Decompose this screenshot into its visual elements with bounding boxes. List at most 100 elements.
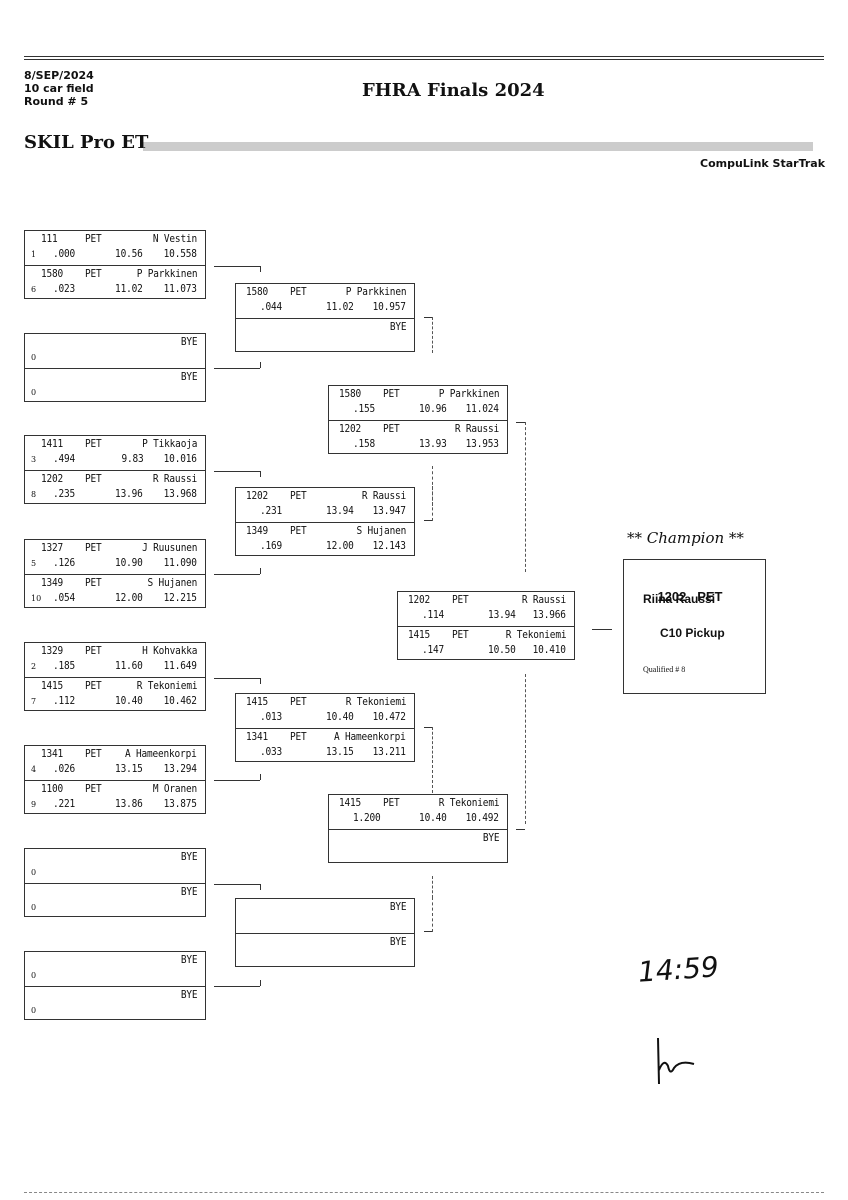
reaction-time: .231	[260, 505, 283, 517]
country-code: PET	[85, 473, 102, 485]
car-number: 1415	[408, 629, 431, 641]
racer-name: S Hujanen	[356, 525, 406, 537]
country-code: PET	[85, 542, 102, 554]
country-code: PET	[290, 490, 307, 502]
car-number: 1349	[246, 525, 269, 537]
dial-in: 10.96	[419, 403, 447, 415]
racer-name: R Raussi	[454, 423, 499, 435]
elapsed-time: 11.073	[163, 283, 197, 295]
racer-name: R Tekoniemi	[345, 696, 406, 708]
country-code: PET	[85, 645, 102, 657]
round-number: Round # 5	[24, 95, 89, 108]
country-code: PET	[85, 438, 102, 450]
qualifying-position: 3	[31, 455, 37, 464]
champion-name: Riina Raussi	[643, 592, 716, 606]
elapsed-time: 13.947	[372, 505, 406, 517]
qualifying-position: 8	[31, 490, 37, 499]
reaction-time: .494	[53, 453, 76, 465]
racer-slot: BYE	[236, 899, 414, 933]
champion-title: ** Champion **	[627, 529, 744, 547]
dial-in: 13.86	[115, 798, 143, 810]
connector-line	[214, 266, 260, 267]
elapsed-time: 10.957	[372, 301, 406, 313]
class-title-fill-pattern	[143, 142, 813, 151]
elapsed-time: 12.215	[163, 592, 197, 604]
qualifying-position: 0	[31, 388, 37, 397]
elapsed-time: 13.211	[372, 746, 406, 758]
dial-in: 10.40	[115, 695, 143, 707]
country-code: PET	[85, 680, 102, 692]
reaction-time: .155	[353, 403, 376, 415]
dial-in: 12.00	[115, 592, 143, 604]
car-number: 1341	[41, 748, 64, 760]
dial-in: 13.15	[326, 746, 354, 758]
country-code: PET	[85, 577, 102, 589]
qualifying-position: 0	[31, 903, 37, 912]
racer-name: P Tikkaoja	[141, 438, 197, 450]
car-number: 1100	[41, 783, 64, 795]
country-code: PET	[383, 423, 400, 435]
country-code: PET	[290, 286, 307, 298]
connector-line	[516, 829, 525, 830]
car-number: 1329	[41, 645, 64, 657]
connector-line	[260, 471, 261, 477]
country-code: PET	[452, 629, 469, 641]
champion-car-line: 1202 PET	[643, 574, 722, 619]
connector-line	[214, 678, 260, 679]
racer-name: H Kohvakka	[141, 645, 197, 657]
reaction-time: .112	[53, 695, 76, 707]
qualifying-position: 0	[31, 868, 37, 877]
dial-in: 10.50	[488, 644, 516, 656]
field-size: 10 car field	[24, 82, 94, 95]
connector-dash	[432, 317, 434, 353]
elapsed-time: 10.410	[532, 644, 566, 656]
reaction-time: .054	[53, 592, 76, 604]
dial-in: 10.40	[419, 812, 447, 824]
car-number: 1327	[41, 542, 64, 554]
reaction-time: .000	[53, 248, 76, 260]
connector-line	[214, 471, 260, 472]
racer-name: P Parkkinen	[345, 286, 406, 298]
racer-name: M Oranen	[152, 783, 197, 795]
champion-vehicle: C10 Pickup	[660, 626, 725, 640]
connector-line	[424, 727, 433, 728]
car-number: 1202	[408, 594, 431, 606]
connector-line	[424, 520, 433, 521]
dial-in: 11.02	[115, 283, 143, 295]
final-to-champion-line	[592, 629, 612, 630]
country-code: PET	[85, 783, 102, 795]
connector-line	[260, 980, 261, 986]
car-number: 1580	[339, 388, 362, 400]
reaction-time: .147	[422, 644, 445, 656]
racer-name: P Parkkinen	[136, 268, 197, 280]
header-rule-top	[24, 56, 824, 57]
event-date: 8/SEP/2024	[24, 69, 94, 82]
car-number: 1415	[339, 797, 362, 809]
qualifying-position: 6	[31, 285, 37, 294]
elapsed-time: 11.090	[163, 557, 197, 569]
dial-in: 13.94	[488, 609, 516, 621]
racer-name: R Raussi	[521, 594, 566, 606]
dial-in: 13.96	[115, 488, 143, 500]
connector-line	[260, 568, 261, 574]
elapsed-time: 13.966	[532, 609, 566, 621]
